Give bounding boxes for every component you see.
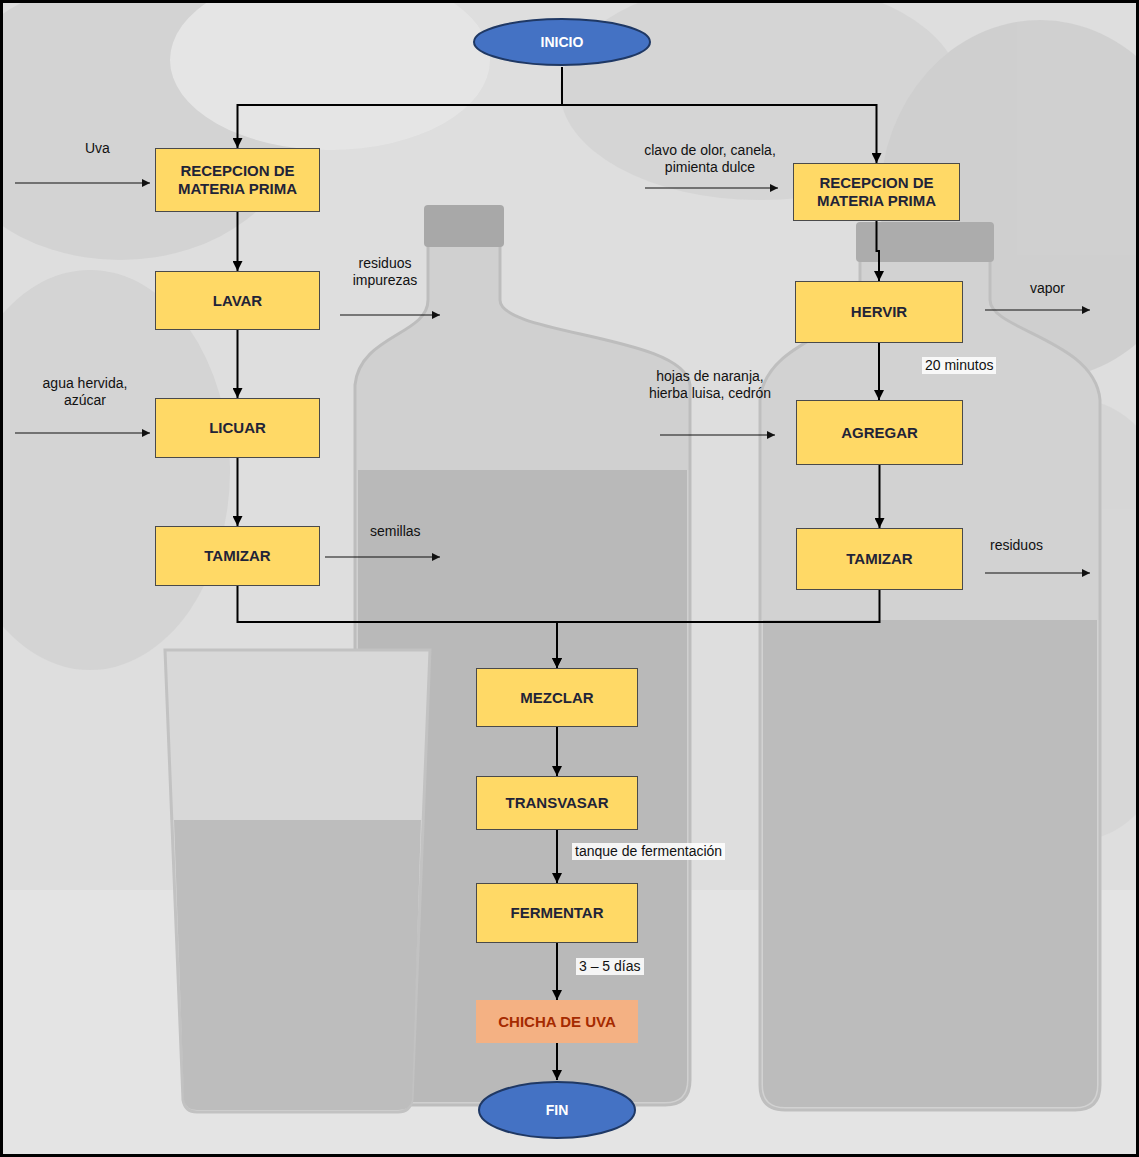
flow-arrow (238, 586, 558, 668)
process-box: RECEPCION DE MATERIA PRIMA (155, 148, 320, 212)
node-label: TAMIZAR (204, 547, 270, 565)
process-box: TRANSVASAR (476, 776, 638, 830)
oval-shape (474, 19, 650, 65)
foliage-blob (0, 270, 230, 670)
process-box: LICUAR (155, 398, 320, 458)
input-arrow (15, 182, 150, 183)
start-oval: INICIO (472, 17, 652, 67)
io-label: semillas (370, 523, 440, 540)
edge-label: 20 minutos (922, 357, 996, 374)
node-label: LAVAR (213, 292, 262, 310)
foliage-blob (170, 0, 490, 150)
process-box: RECEPCION DE MATERIA PRIMA (793, 163, 960, 221)
glass-liquid (174, 820, 421, 1110)
io-label: residuos impurezas (340, 255, 430, 289)
node-label: CHICHA DE UVA (498, 1013, 616, 1031)
flow-arrow (878, 343, 880, 400)
end-oval: FIN (477, 1080, 637, 1140)
io-arrows (15, 183, 1090, 573)
node-label: MEZCLAR (520, 689, 593, 707)
flow-arrow (877, 221, 880, 281)
process-box: TAMIZAR (796, 528, 963, 590)
node-label: FIN (546, 1102, 569, 1119)
process-box: MEZCLAR (476, 668, 638, 727)
process-box: LAVAR (155, 271, 320, 330)
flow-arrow (556, 727, 558, 776)
output-arrow (325, 556, 440, 557)
flow-arrow (879, 465, 881, 528)
glass-cup (165, 650, 430, 1112)
bottle-glass (760, 260, 1100, 1110)
bottle-cap (424, 205, 504, 247)
node-label: RECEPCION DE MATERIA PRIMA (164, 162, 311, 198)
node-label: LICUAR (209, 419, 266, 437)
glass-left (165, 650, 430, 1112)
node-label: TRANSVASAR (505, 794, 608, 812)
bottle-liquid (763, 620, 1097, 1107)
io-label: clavo de olor, canela, pimienta dulce (630, 142, 790, 176)
node-label: HERVIR (851, 303, 907, 321)
flow-arrow (556, 943, 558, 1000)
flow-arrow (556, 1043, 558, 1080)
flow-arrow (237, 330, 239, 398)
flow-arrow (556, 830, 558, 883)
flow-arrow (238, 67, 563, 148)
node-label: INICIO (541, 34, 584, 51)
input-arrow (15, 432, 150, 433)
io-label: agua hervida, azúcar (25, 375, 145, 409)
input-arrow (645, 187, 778, 188)
output-arrow (340, 314, 440, 315)
edge-label: tanque de fermentación (572, 843, 725, 860)
node-label: AGREGAR (841, 424, 918, 442)
input-arrow (660, 434, 775, 435)
io-label: Uva (85, 140, 125, 157)
node-label: TAMIZAR (846, 550, 912, 568)
process-box: FERMENTAR (476, 883, 638, 943)
flow-arrow (557, 590, 880, 668)
flow-arrow (237, 212, 239, 271)
product-box: CHICHA DE UVA (476, 1000, 638, 1043)
io-label: vapor (1030, 280, 1080, 297)
output-arrow (985, 572, 1090, 573)
io-label: hojas de naranja, hierba luisa, cedrón (635, 368, 785, 402)
process-box: AGREGAR (796, 400, 963, 465)
edge-label: 3 – 5 días (576, 958, 644, 975)
process-box: HERVIR (795, 281, 963, 343)
node-label: RECEPCION DE MATERIA PRIMA (802, 174, 951, 210)
bottle-right (760, 222, 1100, 1110)
io-label: residuos (990, 537, 1070, 554)
process-box: TAMIZAR (155, 526, 320, 586)
oval-shape (479, 1082, 635, 1138)
output-arrow (985, 309, 1090, 310)
node-label: FERMENTAR (510, 904, 603, 922)
flow-arrow (237, 458, 239, 526)
